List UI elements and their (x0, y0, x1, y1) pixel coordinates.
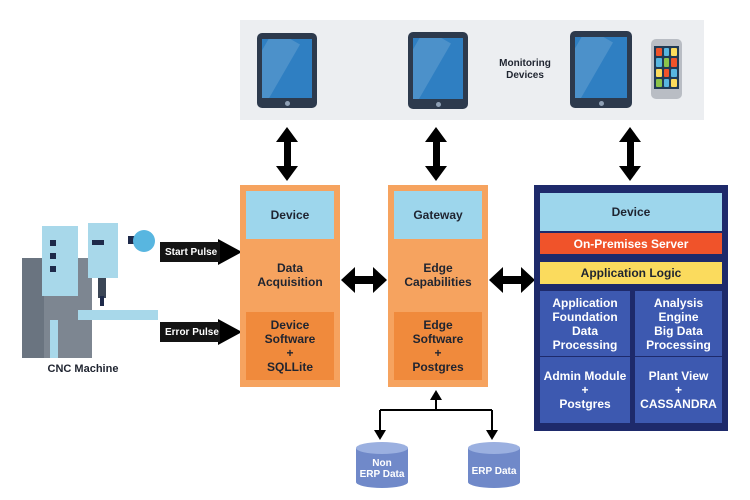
gateway-column: Gateway Edge Capabilities Edge Software … (388, 185, 488, 387)
analysis-engine-box: Analysis Engine Big Data Processing (635, 291, 722, 356)
double-arrow-icon (489, 267, 535, 293)
smartphone-icon (651, 39, 682, 99)
server-column: Device On-Premises Server Application Lo… (534, 185, 728, 431)
application-logic-box: Application Logic (540, 262, 722, 284)
error-pulse-label: Error Pulse (160, 322, 220, 342)
erp-data-label: ERP Data (471, 466, 517, 477)
start-pulse-arrowhead (218, 239, 242, 265)
error-pulse-arrowhead (218, 319, 242, 345)
gateway-header: Gateway (394, 191, 482, 239)
edge-capabilities-box: Edge Capabilities (404, 261, 472, 289)
tablet-icon (257, 33, 317, 108)
monitoring-devices-panel: Monitoring Devices (240, 20, 704, 120)
non-erp-database-icon: Non ERP Data (354, 442, 414, 488)
on-premises-server-box: On-Premises Server (540, 233, 722, 254)
device-software-box: Device Software + SQLLite (246, 312, 334, 380)
server-device-header: Device (540, 193, 722, 231)
plant-view-box: Plant View + CASSANDRA (635, 357, 722, 423)
erp-database-icon: ERP Data (466, 442, 526, 488)
double-arrow-icon (341, 267, 387, 293)
data-acquisition-box: Data Acquisition (257, 261, 323, 289)
cnc-machine-icon (22, 223, 158, 358)
cnc-machine-label: CNC Machine (47, 363, 119, 375)
non-erp-data-label: Non ERP Data (359, 458, 405, 480)
admin-module-box: Admin Module + Postgres (540, 357, 630, 423)
tablet-icon (570, 31, 632, 108)
start-pulse-label: Start Pulse (160, 242, 220, 262)
application-foundation-box: Application Foundation Data Processing (540, 291, 630, 356)
monitoring-devices-label: Monitoring Devices (499, 58, 551, 81)
device-column: Device Data Acquisition Device Software … (240, 185, 340, 387)
double-arrow-icon (276, 127, 298, 181)
double-arrow-icon (425, 127, 447, 181)
edge-software-box: Edge Software + Postgres (394, 312, 482, 380)
device-header: Device (246, 191, 334, 239)
double-arrow-icon (619, 127, 641, 181)
tablet-icon (408, 32, 468, 109)
